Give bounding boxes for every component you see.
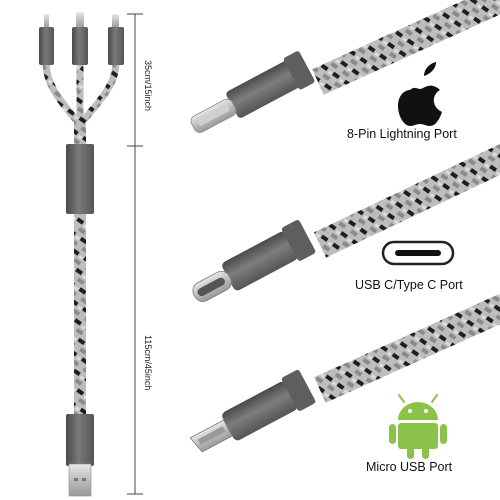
micro-usb-connector-closeup [189,293,500,453]
usb-c-connector-closeup [192,144,500,302]
top-length-label: 35cm/15inch [143,60,153,112]
top-connector-lightning [72,12,88,65]
dimension-lines [127,13,143,495]
full-cable [39,12,124,497]
usb-c-port-label: USB C/Type C Port [355,278,463,292]
left-split-cable [42,61,79,123]
lightning-port-label: 8-Pin Lightning Port [347,127,457,141]
lightning-connector-closeup [190,0,500,133]
splitter-sleeve [66,144,94,214]
micro-usb-port-label: Micro USB Port [366,460,453,474]
android-robot-icon [389,394,447,459]
top-connector-micro [39,14,54,65]
usb-a-plug [66,414,94,497]
usb-c-port-icon [381,240,455,266]
bottom-length-label: 115cm/45inch [143,335,153,391]
top-connector-usb-c [108,14,124,65]
right-split-cable [81,61,120,123]
apple-logo-icon [398,62,442,126]
